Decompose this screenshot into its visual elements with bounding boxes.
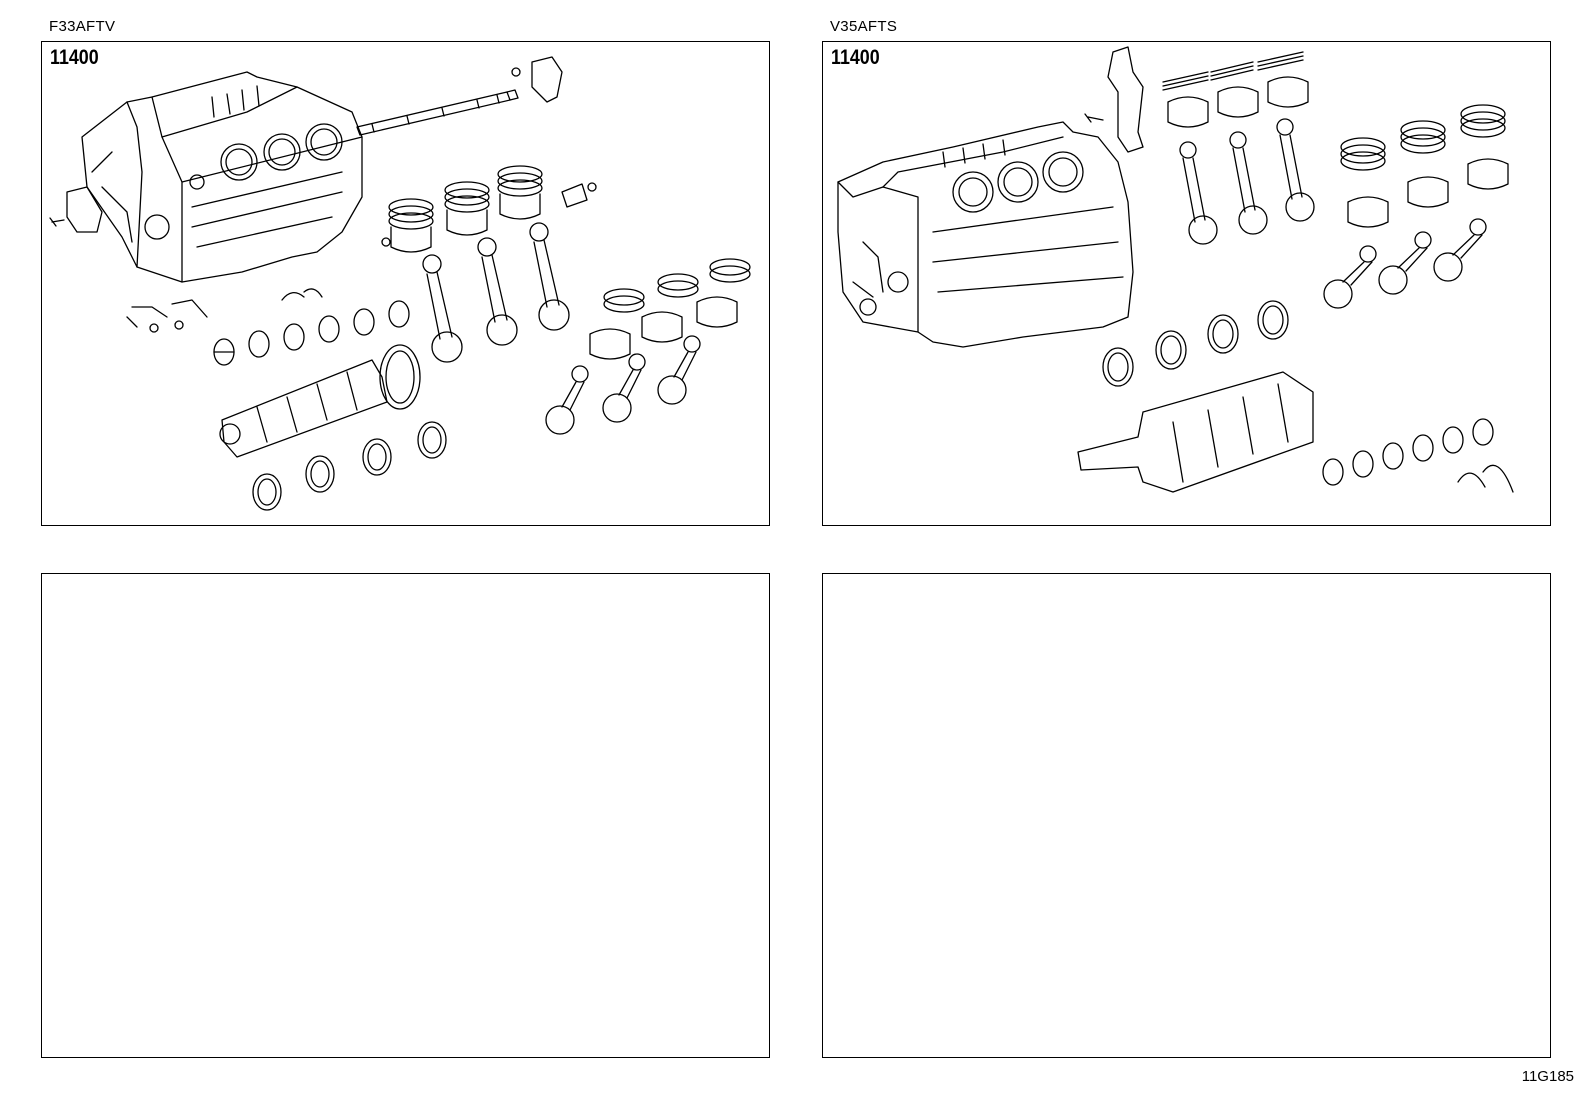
parts-panel-2[interactable]: 11400 [822,41,1551,526]
cylinder-block-drawing [837,121,1134,348]
connecting-rod-drawing-1 [422,222,570,363]
thrust-washer-drawing [1457,464,1514,493]
oil-jet-drawing [126,299,208,328]
crankshaft-drawing [219,344,421,458]
connecting-rod-drawing-2 [545,335,701,435]
bearing-shell-drawing-2 [252,421,447,511]
cover-plate-drawing [66,186,103,233]
piston-ring-drawing [1162,51,1304,91]
parts-panel-3 [41,573,770,1058]
bearing-shell-drawing-1 [213,300,410,366]
piston-set-drawing-2 [589,258,751,360]
illustration-code: 11G185 [1521,1068,1574,1085]
bearing-shell-drawing-1 [1102,300,1289,387]
piston-ring-drawing-2 [1340,104,1506,171]
connecting-rod-drawing-1 [1179,118,1315,245]
piston-set-drawing-1 [381,165,597,253]
short-block-illustration-2 [837,46,1514,493]
short-block-illustration-1 [49,56,751,511]
parts-panel-1[interactable]: 11400 [41,41,770,526]
thrust-washer-drawing [281,288,323,301]
parts-panel-4 [822,573,1551,1058]
part-number-label-2[interactable]: 11400 [831,46,880,69]
engine-code-label-2: V35AFTS [830,18,898,35]
crankshaft-drawing [1077,371,1314,493]
connecting-rod-drawing-2 [1323,218,1487,309]
piston-set-drawing-2 [1347,158,1509,228]
balance-shaft-drawing [356,67,521,136]
part-number-label-1[interactable]: 11400 [50,46,99,69]
engine-code-label-1: F33AFTV [49,18,116,35]
bracket-drawing [531,56,563,103]
bearing-shell-drawing-2 [1322,418,1494,486]
piston-set-drawing-1 [1167,76,1309,128]
bracket-drawing [1107,46,1144,153]
cylinder-block-drawing [81,71,363,283]
